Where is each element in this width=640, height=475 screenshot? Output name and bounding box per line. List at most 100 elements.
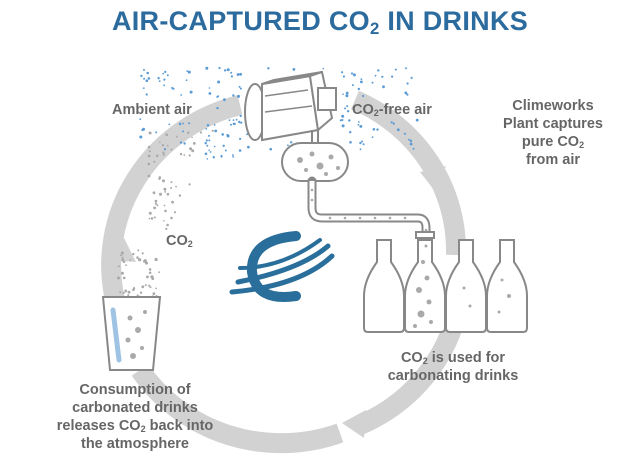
dot bbox=[148, 271, 152, 275]
dot bbox=[206, 158, 209, 160]
dot bbox=[143, 68, 145, 71]
dot bbox=[163, 78, 166, 81]
dot bbox=[350, 72, 354, 75]
dot bbox=[146, 71, 149, 75]
dot bbox=[223, 69, 227, 72]
dot bbox=[170, 216, 173, 220]
dot bbox=[208, 139, 211, 142]
dot bbox=[136, 256, 139, 259]
dot bbox=[148, 217, 151, 220]
dot bbox=[357, 123, 360, 126]
ambient-air-dots bbox=[139, 66, 419, 160]
dot bbox=[147, 174, 151, 178]
dot bbox=[213, 145, 216, 148]
dot bbox=[217, 80, 221, 84]
glass-icon bbox=[101, 296, 162, 371]
dot bbox=[232, 94, 235, 97]
bottle-nozzle bbox=[415, 231, 435, 239]
arrowhead-bottom bbox=[342, 410, 366, 438]
dot bbox=[406, 82, 409, 85]
dot bbox=[362, 143, 365, 146]
dot bbox=[162, 153, 165, 156]
dot bbox=[208, 92, 212, 95]
dot bbox=[137, 249, 140, 252]
dot bbox=[145, 93, 148, 96]
pipe-icon bbox=[307, 176, 431, 241]
dot bbox=[235, 118, 238, 121]
dot bbox=[392, 122, 395, 125]
dot bbox=[188, 183, 191, 186]
dot bbox=[188, 154, 191, 157]
dot bbox=[120, 271, 124, 275]
dot bbox=[403, 132, 406, 135]
dot bbox=[147, 145, 151, 149]
dot bbox=[238, 149, 242, 152]
page-title: AIR-CAPTURED CO2 IN DRINKS bbox=[111, 6, 529, 39]
dot bbox=[408, 138, 410, 141]
dot bbox=[138, 258, 142, 262]
dot bbox=[175, 135, 178, 138]
dot bbox=[349, 141, 352, 144]
dot bbox=[121, 256, 124, 259]
dot bbox=[341, 118, 344, 122]
dot bbox=[359, 148, 362, 151]
dot bbox=[148, 150, 151, 153]
dot bbox=[292, 68, 296, 71]
dot bbox=[359, 141, 362, 145]
dot bbox=[122, 291, 125, 294]
dot bbox=[145, 79, 149, 82]
bubble bbox=[424, 275, 430, 281]
dot bbox=[409, 142, 413, 146]
dot bbox=[372, 128, 376, 131]
dot bbox=[162, 151, 165, 154]
dot bbox=[163, 148, 167, 151]
dot bbox=[127, 290, 131, 294]
dot bbox=[357, 87, 360, 91]
dot bbox=[152, 292, 156, 295]
dot bbox=[345, 94, 349, 98]
bottle-bubbles bbox=[413, 244, 511, 328]
bubble bbox=[416, 287, 422, 293]
dot bbox=[139, 135, 143, 139]
bubble bbox=[429, 320, 433, 324]
dot bbox=[221, 133, 224, 136]
dot bbox=[144, 284, 147, 287]
dot bbox=[183, 154, 186, 156]
dot bbox=[206, 124, 210, 127]
dot bbox=[381, 75, 384, 78]
ambient-air-label: Ambient air bbox=[112, 102, 192, 118]
dot bbox=[410, 140, 413, 143]
dot bbox=[120, 251, 124, 255]
dot bbox=[122, 276, 126, 280]
dot bbox=[166, 223, 169, 227]
dot bbox=[341, 124, 345, 128]
dot bbox=[230, 75, 233, 78]
dot bbox=[132, 252, 135, 256]
dot bbox=[168, 123, 171, 126]
dot bbox=[238, 85, 241, 88]
dot bbox=[223, 98, 226, 102]
dot bbox=[143, 77, 146, 80]
dot bbox=[151, 277, 155, 280]
dot bbox=[141, 252, 144, 255]
cycle-arrowheads bbox=[106, 166, 446, 438]
co2-release-label: CO2 bbox=[166, 233, 193, 250]
dot bbox=[142, 127, 146, 131]
dot bbox=[346, 105, 349, 108]
cycle-arrow-bottom-right bbox=[355, 316, 465, 435]
dot bbox=[155, 287, 158, 290]
dot bbox=[125, 264, 127, 266]
air-capture-unit-icon bbox=[244, 70, 337, 145]
dot bbox=[183, 142, 186, 145]
dot bbox=[139, 118, 142, 121]
dot bbox=[232, 155, 235, 158]
dot bbox=[362, 94, 365, 98]
bubble bbox=[417, 310, 425, 318]
dot bbox=[239, 114, 242, 118]
dot bbox=[230, 123, 232, 126]
cycle-arrow-icon bbox=[101, 90, 467, 454]
dot bbox=[344, 107, 347, 110]
dot bbox=[406, 93, 409, 96]
